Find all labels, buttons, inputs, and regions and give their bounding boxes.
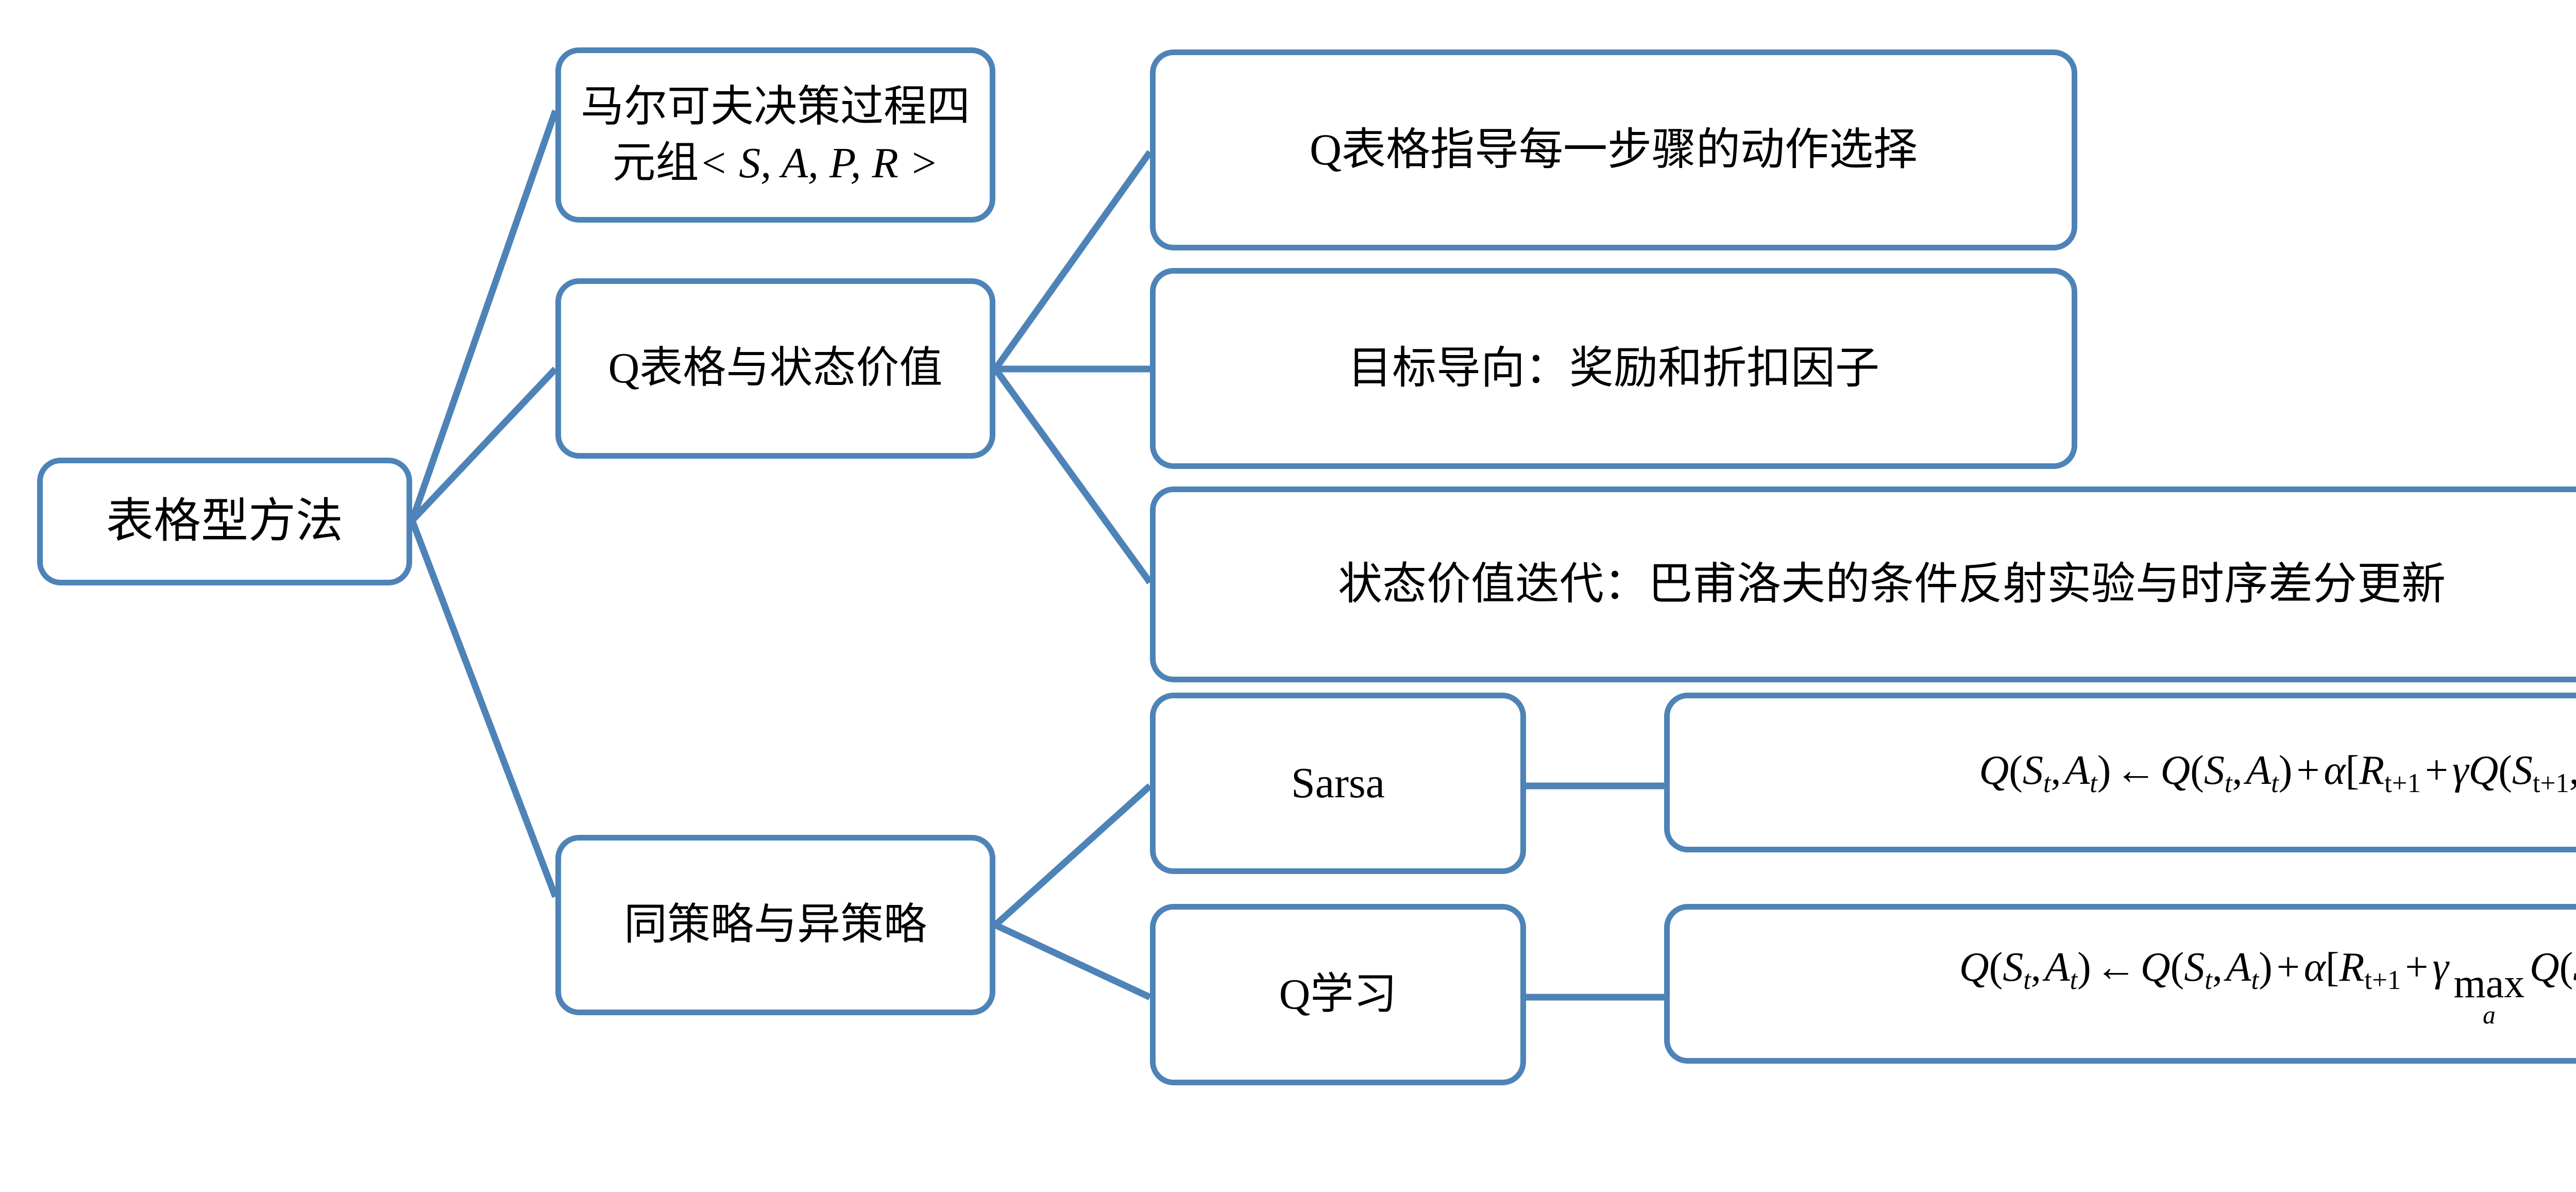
node-qtable-state-value[interactable]: Q表格与状态价值: [555, 278, 995, 459]
node-qlearning-formula[interactable]: Q(St, At)←Q(St, At)+α[Rt+1+γmaxaQ(St+1, …: [1664, 904, 2576, 1064]
node-on-off-policy-label: 同策略与异策略: [623, 901, 927, 949]
node-on-off-policy[interactable]: 同策略与异策略: [555, 835, 995, 1015]
node-mdp-tuple[interactable]: 马尔可夫决策过程四 元组< S, A, P, R >: [555, 47, 995, 223]
node-root-tabular-methods[interactable]: 表格型方法: [37, 458, 412, 585]
mdp-tuple-math: < S, A, P, R >: [699, 139, 939, 187]
link-root-to-qtable: [410, 366, 558, 523]
node-mdp-tuple-label: 马尔可夫决策过程四 元组< S, A, P, R >: [574, 79, 976, 191]
node-root-label: 表格型方法: [106, 495, 343, 548]
link-policy-to-sarsa: [993, 783, 1153, 928]
link-root-to-policy: [409, 519, 559, 898]
sarsa-formula-math: Q(St, At)←Q(St, At)+α[Rt+1+γQ(St+1, At+1…: [1979, 748, 2576, 799]
link-policy-to-qlearning: [994, 922, 1151, 1000]
node-goal-oriented-label: 目标导向：奖励和折扣因子: [1348, 343, 1879, 393]
node-sarsa-formula[interactable]: Q(St, At)←Q(St, At)+α[Rt+1+γQ(St+1, At+1…: [1664, 693, 2576, 852]
node-action-selection-label: Q表格指导每一步骤的动作选择: [1309, 125, 1918, 175]
link-root-to-mdp: [409, 109, 559, 522]
node-qtable-state-value-label: Q表格与状态价值: [608, 344, 943, 393]
link-qtable-to-action-selection: [992, 150, 1153, 371]
node-mdp-tuple-line1: 马尔可夫决策过程四: [580, 82, 970, 131]
node-action-selection[interactable]: Q表格指导每一步骤的动作选择: [1150, 49, 2077, 250]
node-qlearning[interactable]: Q学习: [1150, 904, 1526, 1085]
node-sarsa[interactable]: Sarsa: [1150, 693, 1526, 874]
node-value-iteration[interactable]: 状态价值迭代：巴甫洛夫的条件反射实验与时序差分更新: [1150, 486, 2576, 682]
node-mdp-tuple-line2: 元组< S, A, P, R >: [612, 139, 939, 187]
link-qtable-to-value-iteration: [992, 367, 1153, 584]
node-sarsa-label: Sarsa: [1291, 759, 1385, 808]
node-value-iteration-label: 状态价值迭代：巴甫洛夫的条件反射实验与时序差分更新: [1338, 559, 2446, 609]
qlearning-formula-math: Q(St, At)←Q(St, At)+α[Rt+1+γmaxaQ(St+1, …: [1959, 945, 2576, 1029]
node-goal-oriented[interactable]: 目标导向：奖励和折扣因子: [1150, 268, 2077, 469]
node-qlearning-label: Q学习: [1279, 970, 1397, 1019]
